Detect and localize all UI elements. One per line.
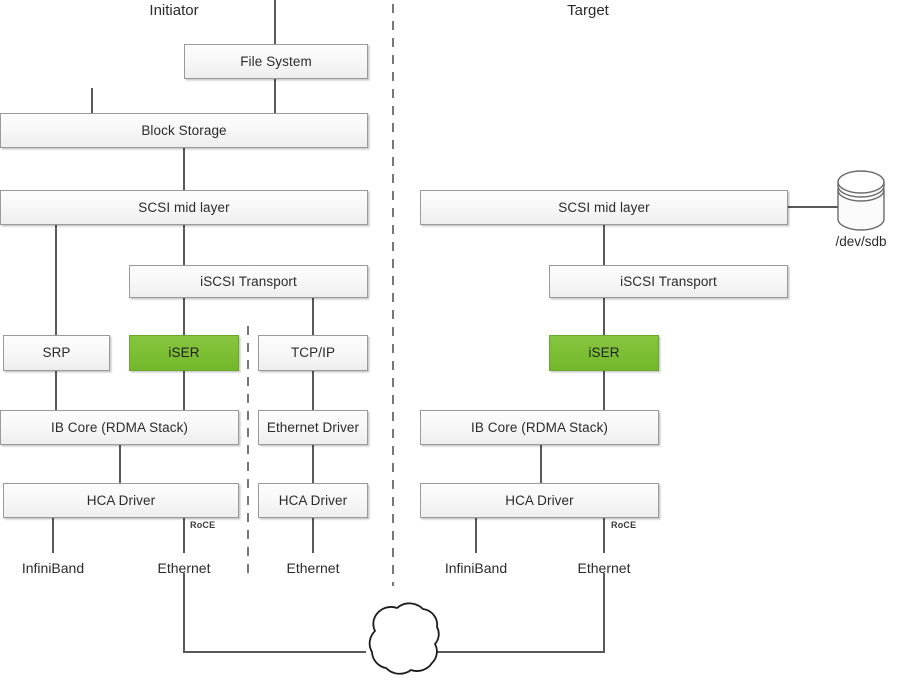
- header-target: Target: [567, 2, 609, 19]
- annotation-roce-initiator: RoCE: [190, 520, 216, 530]
- box-file-system[interactable]: File System: [184, 44, 368, 79]
- box-target-scsi-mid-layer[interactable]: SCSI mid layer: [420, 190, 788, 225]
- box-ethernet-driver[interactable]: Ethernet Driver: [258, 410, 368, 445]
- box-ib-core-initiator[interactable]: IB Core (RDMA Stack): [0, 410, 239, 445]
- box-iser-target[interactable]: iSER: [549, 335, 659, 371]
- box-target-iscsi-transport[interactable]: iSCSI Transport: [549, 265, 788, 298]
- wire-initiator-ethernet-to-cloud: [183, 573, 366, 653]
- box-hca-driver-target[interactable]: HCA Driver: [420, 483, 659, 518]
- box-tcp-ip[interactable]: TCP/IP: [258, 335, 368, 371]
- wire-label-ethernet-tcp-initiator: Ethernet: [286, 560, 340, 576]
- wire-target-ethernet-to-cloud: [436, 573, 605, 653]
- storage-device-label: /dev/sdb: [835, 234, 887, 249]
- box-srp[interactable]: SRP: [3, 335, 110, 371]
- wire-label-ethernet-roce-target: Ethernet: [577, 560, 631, 576]
- cylinder-icon: [837, 170, 885, 231]
- box-iscsi-transport[interactable]: iSCSI Transport: [129, 265, 368, 298]
- wire-label-infiniband-target: InfiniBand: [444, 560, 508, 576]
- box-hca-driver-rdma[interactable]: HCA Driver: [3, 483, 239, 518]
- wire-label-infiniband-initiator: InfiniBand: [21, 560, 85, 576]
- box-ib-core-target[interactable]: IB Core (RDMA Stack): [420, 410, 659, 445]
- box-iser-initiator[interactable]: iSER: [129, 335, 239, 371]
- header-initiator: Initiator: [149, 2, 199, 19]
- wire-label-ethernet-roce-initiator: Ethernet: [157, 560, 211, 576]
- box-hca-driver-eth[interactable]: HCA Driver: [258, 483, 368, 518]
- cloud-icon: [368, 602, 440, 675]
- annotation-roce-target: RoCE: [611, 520, 637, 530]
- box-scsi-mid-layer[interactable]: SCSI mid layer: [0, 190, 368, 225]
- box-block-storage[interactable]: Block Storage: [0, 113, 368, 148]
